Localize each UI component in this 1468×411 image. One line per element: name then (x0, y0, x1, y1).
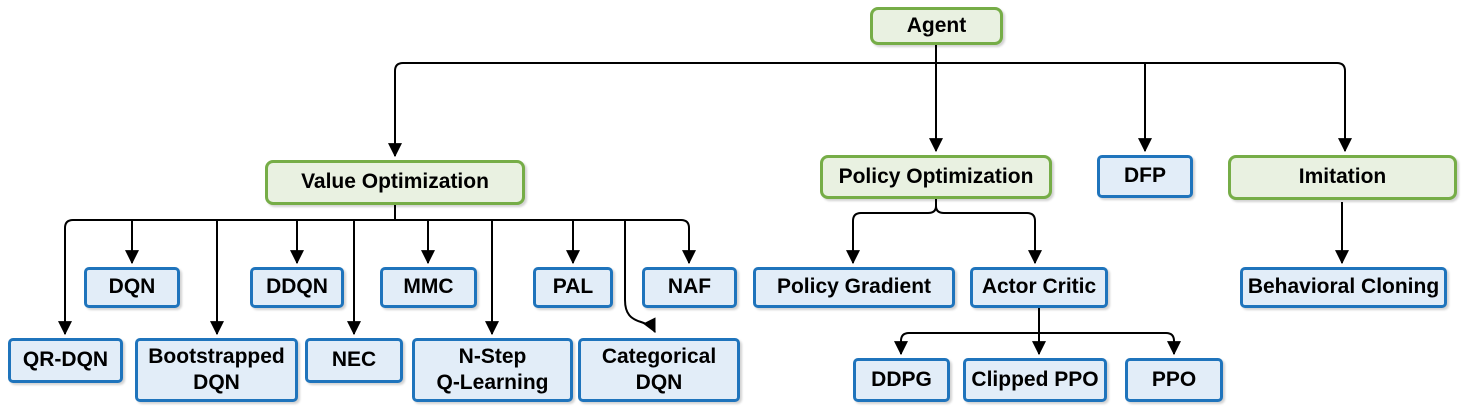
edge-vo-categorical-dqn (624, 220, 656, 334)
edge-ac-ppo (1039, 332, 1181, 356)
node-dfp: DFP (1097, 155, 1193, 198)
edge-vo-naf (395, 219, 696, 265)
node-qr-dqn: QR-DQN (8, 338, 123, 383)
node-behavioral-cloning: Behavioral Cloning (1240, 267, 1447, 308)
node-n-step-q-learning: N-Step Q-Learning (412, 338, 573, 402)
node-categorical-dqn: Categorical DQN (578, 338, 740, 402)
edge-ac-ddpg (894, 332, 1039, 356)
node-policy-optimization: Policy Optimization (820, 155, 1052, 199)
node-ddqn: DDQN (250, 267, 344, 308)
node-bootstrapped-dqn: Bootstrapped DQN (135, 338, 298, 402)
edge-agent-value-optimization (388, 62, 936, 158)
node-policy-gradient: Policy Gradient (753, 267, 955, 308)
node-mmc: MMC (380, 267, 477, 308)
node-value-optimization: Value Optimization (265, 160, 525, 205)
node-actor-critic: Actor Critic (970, 267, 1108, 308)
node-agent: Agent (870, 7, 1003, 45)
edge-vo-qr-dqn (58, 219, 395, 336)
edge-agent-imitation (936, 62, 1352, 153)
node-nec: NEC (305, 338, 403, 383)
node-ppo: PPO (1125, 358, 1223, 402)
node-ddpg: DDPG (853, 358, 950, 402)
edge-po-actor-critic (935, 205, 1042, 265)
node-clipped-ppo: Clipped PPO (963, 358, 1107, 402)
node-naf: NAF (642, 267, 737, 308)
node-pal: PAL (533, 267, 613, 308)
node-dqn: DQN (84, 267, 180, 308)
edge-po-policy-gradient (846, 205, 937, 265)
node-imitation: Imitation (1228, 155, 1457, 200)
